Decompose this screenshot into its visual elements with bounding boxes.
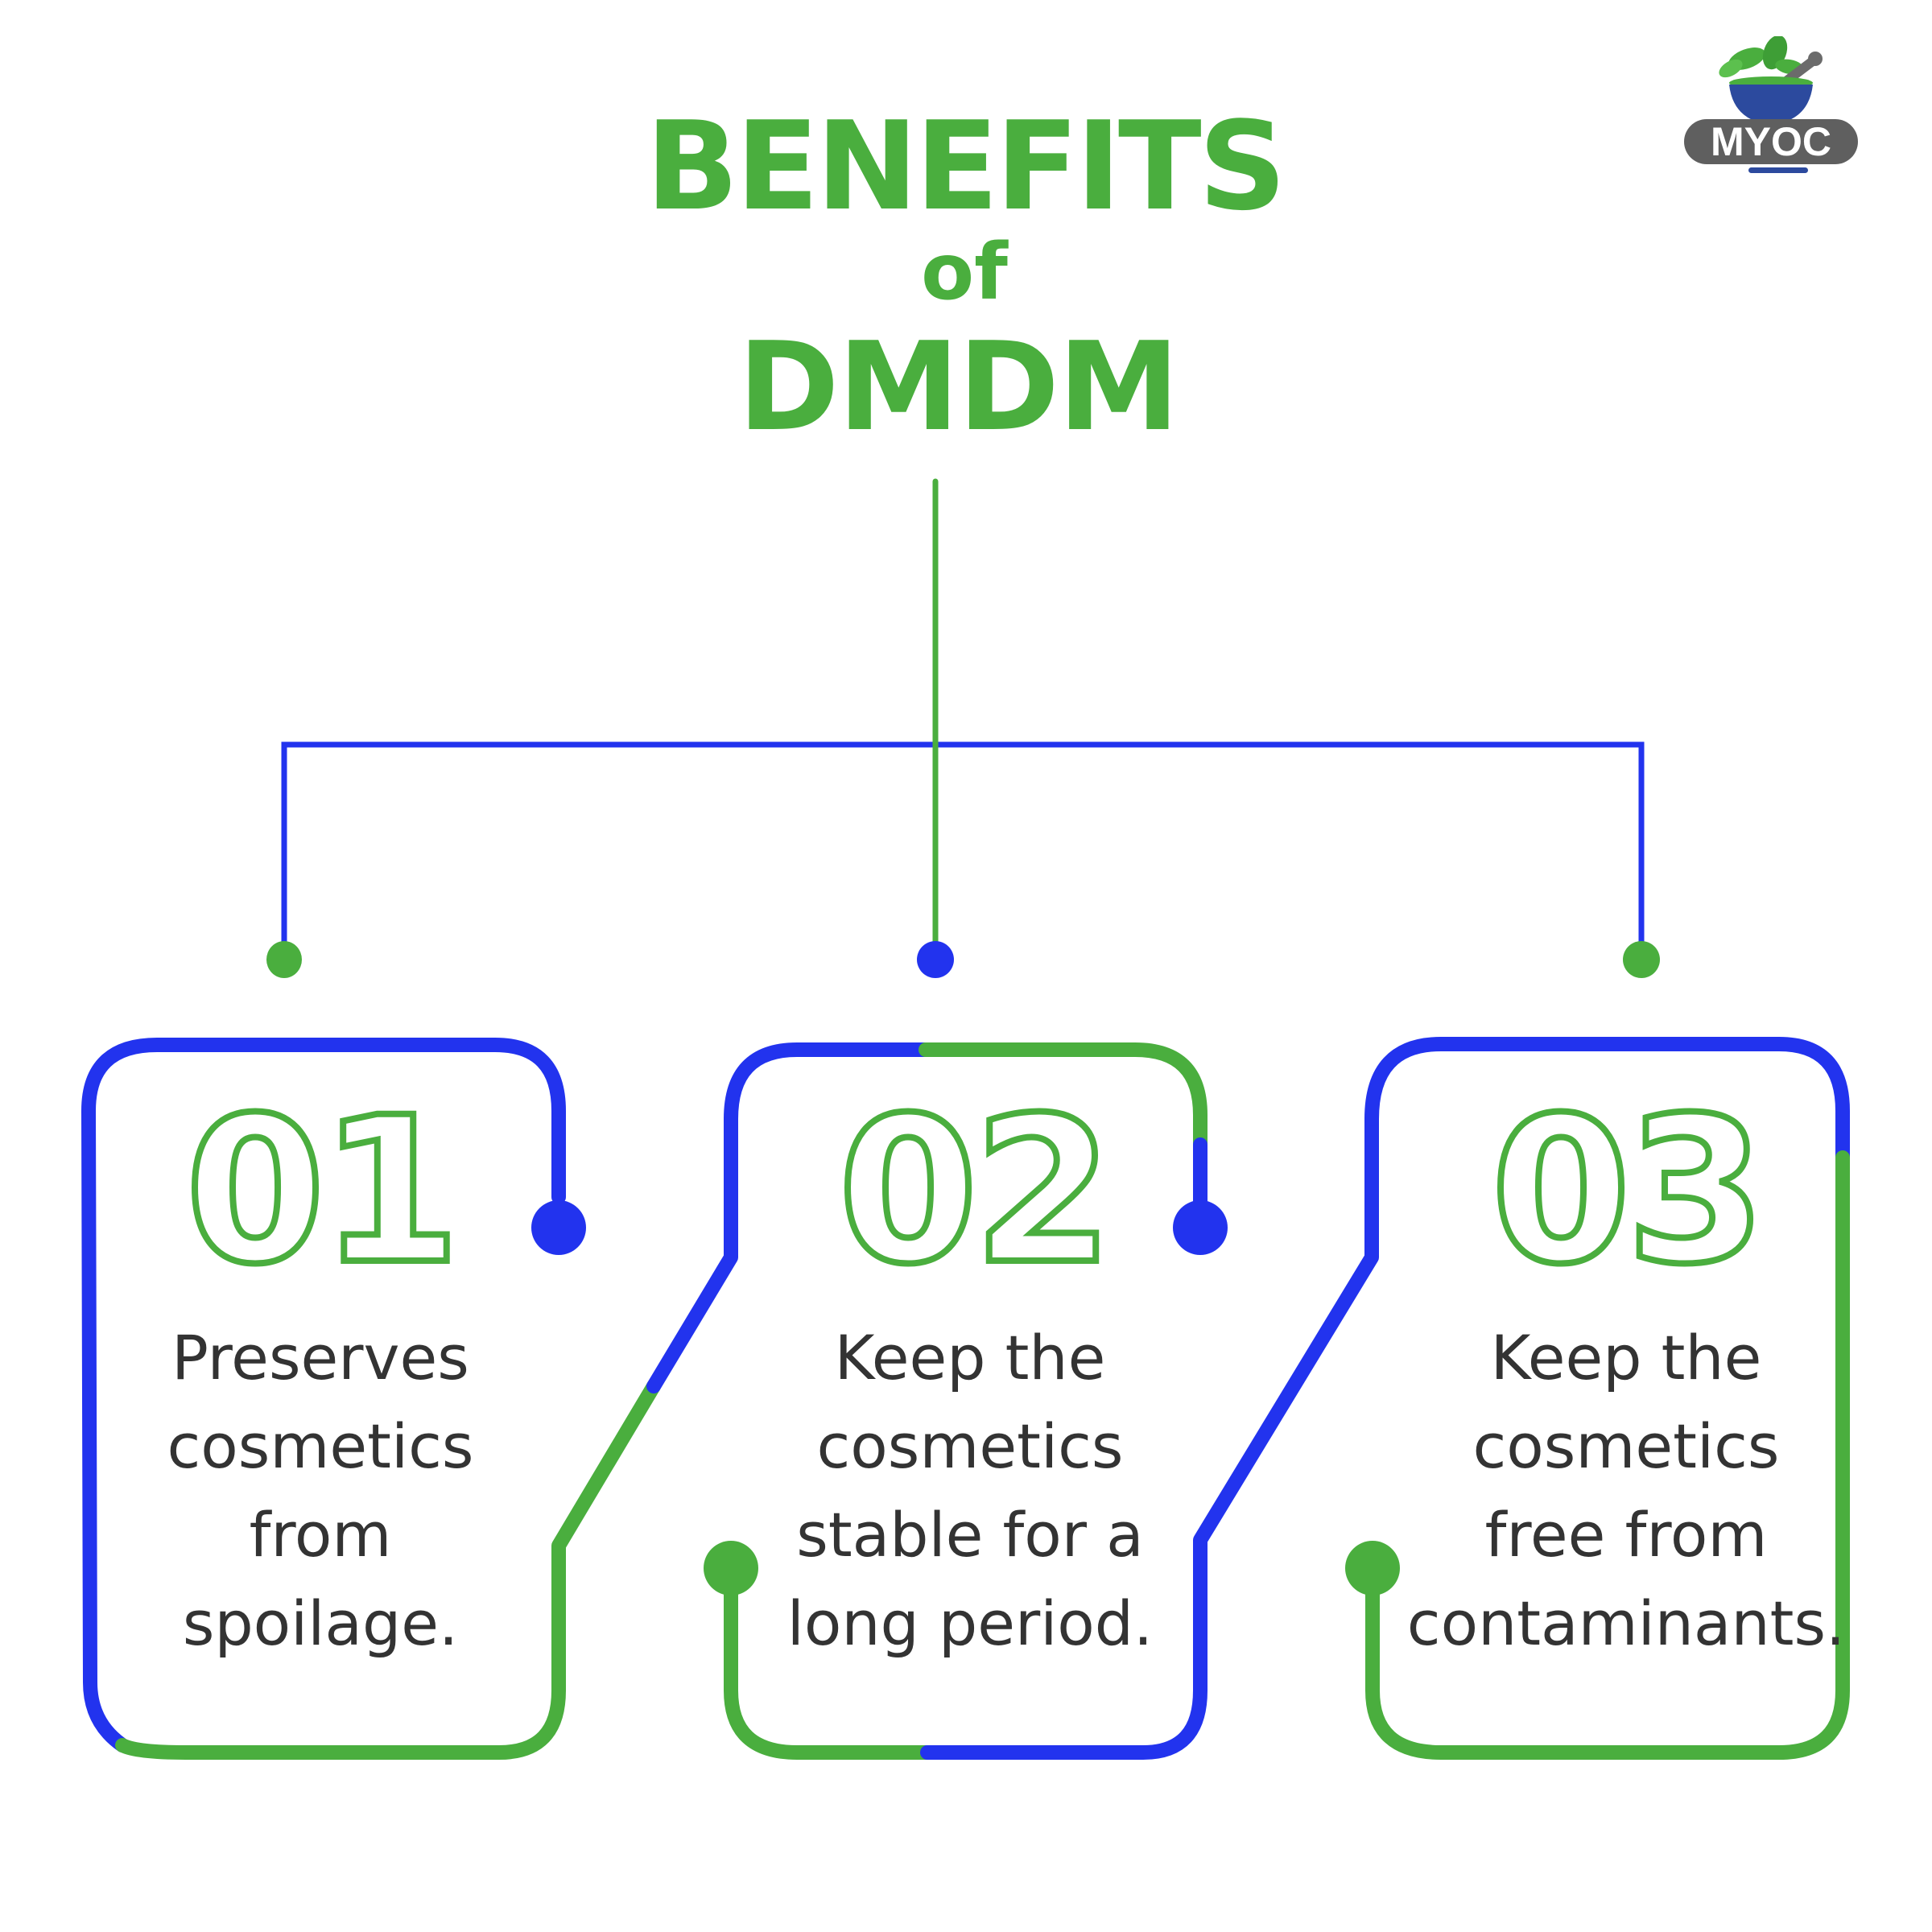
title-of: of	[921, 227, 1008, 317]
card-2-border-green-top	[919, 1042, 1208, 1152]
card-3-border-blue	[1364, 1037, 1850, 1165]
card-2-border-green-bottom	[724, 1583, 935, 1760]
card-2-line: long period.	[786, 1587, 1154, 1659]
card-2-number: 02	[838, 1074, 1108, 1308]
mortar-pestle-herbs-icon: MYOC	[1684, 35, 1858, 173]
card-1-number: 01	[185, 1074, 456, 1308]
branch-connector	[281, 741, 1645, 942]
card-3-line: free from	[1484, 1499, 1768, 1571]
card-2-start-dot	[704, 1541, 758, 1596]
card-2-line: Keep the	[834, 1322, 1106, 1393]
card-2-line: stable for a	[796, 1499, 1144, 1571]
card-2-description: Keep the cosmetics stable for a long per…	[745, 1314, 1195, 1668]
card-2-end-dot	[1173, 1200, 1228, 1255]
tree-connectors	[266, 478, 1660, 978]
card-1-line: spoilage.	[182, 1587, 459, 1659]
card-1-line: Preserves	[171, 1322, 469, 1393]
card-1-end-dot	[531, 1200, 586, 1255]
card-1-border-green	[115, 1379, 661, 1760]
logo-text: MYOC	[1711, 119, 1831, 164]
card-3-start-dot	[1345, 1541, 1400, 1596]
card-3-outline	[1345, 1037, 1850, 1760]
card-1-line: from	[249, 1499, 392, 1571]
node-dot-3	[1623, 941, 1660, 978]
card-3-description: Keep the cosmetics free from contaminant…	[1401, 1314, 1852, 1668]
card-1-outline	[81, 1038, 738, 1760]
card-3-border-green	[1365, 1150, 1850, 1760]
card-2-border-blue-top	[724, 1042, 933, 1126]
card-3-line: cosmetics	[1472, 1410, 1780, 1482]
card-1-diagonal-blue	[646, 1112, 738, 1393]
card-3-number: 03	[1491, 1074, 1761, 1308]
card-2-line: cosmetics	[816, 1410, 1124, 1482]
node-dot-2	[917, 941, 954, 978]
card-3-line: Keep the	[1490, 1322, 1762, 1393]
node-dot-1	[266, 941, 302, 978]
title-benefits: BENEFITS	[645, 95, 1286, 237]
title-dmdm: DMDM	[737, 316, 1180, 458]
card-3-line: contaminants.	[1406, 1587, 1846, 1659]
card-2-border-blue-bottom	[920, 1112, 1379, 1760]
card-1-description: Preserves cosmetics from spoilage.	[95, 1314, 546, 1668]
card-2-outline	[704, 1042, 1379, 1760]
card-1-line: cosmetics	[167, 1410, 474, 1482]
brand-logo: MYOC	[1670, 35, 1872, 173]
card-1-border-blue	[81, 1038, 566, 1752]
